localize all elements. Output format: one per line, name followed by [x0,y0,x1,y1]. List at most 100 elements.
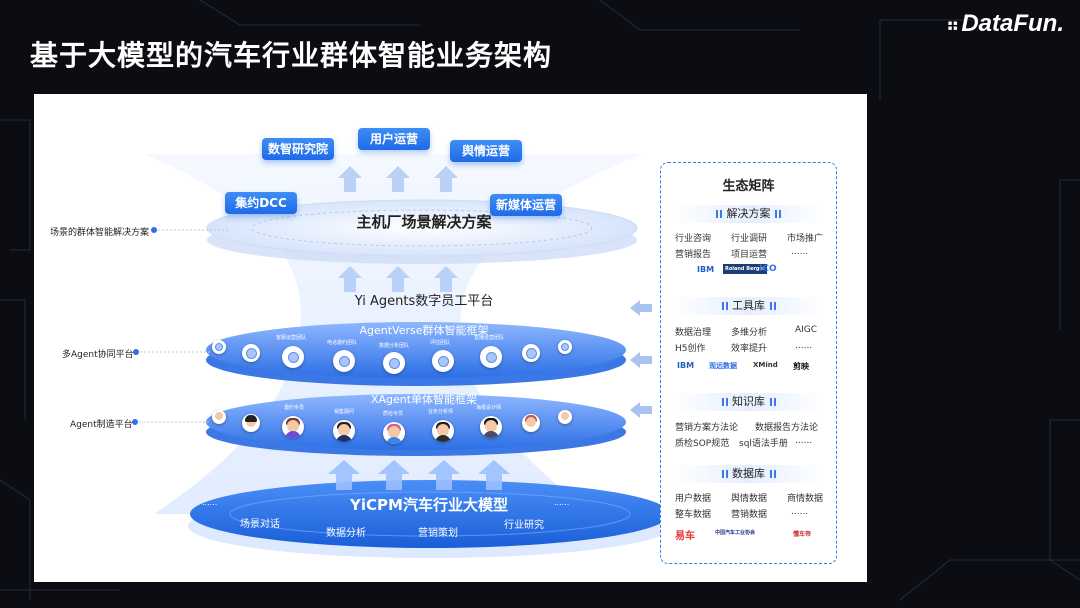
section-head-database: 数据库 [671,465,826,483]
base-item-marketing-planning: 营销策划 [418,528,458,539]
eco-item: 效率提升 [731,344,768,354]
team-icon-data-analysis [383,352,405,374]
side-label-scenario-solution: 场景的群体智能解决方案 [50,228,150,238]
up-arrows-bottom [328,460,510,490]
agent-label-invite: 邀约专员 [284,405,305,411]
logo-guanyuan: 观远数据 [709,362,737,370]
architecture-panel: 数智研究院 用户运营 舆情运营 集约DCC 新媒体运营 主机厂场景解决方案 Yi… [34,94,867,582]
agent-avatar-invite [282,416,304,438]
team-label-evaluation: 评估团队 [430,340,451,346]
section-name-database: 数据库 [732,467,765,480]
agent-avatar-small-right [558,410,572,424]
page-title: 基于大模型的汽车行业群体智能业务架构 [30,39,553,72]
team-icon-right [522,344,540,362]
eco-item: 行业调研 [731,234,768,244]
eco-item: 多维分析 [731,328,768,338]
platform-title: Yi Agents数字员工平台 [354,294,494,309]
team-label-customer-service: 客服运营团队 [276,335,307,341]
agent-avatar-right [522,414,540,432]
box-user-operation: 用户运营 [358,128,430,150]
eco-item: 行业咨询 [675,234,712,244]
eco-item: ...... [795,341,813,351]
team-icon-small-right [558,340,572,354]
eco-item: 数据治理 [675,328,712,338]
eco-item: AIGC [795,325,818,335]
agent-avatar-qc [383,422,405,444]
brand-name: DataFun. [961,10,1064,37]
logo-ibm: IBM [697,265,715,274]
logo-roland-berger: Roland Berger [723,264,768,274]
eco-item: 质检SOP规范 [675,439,730,449]
box-sentiment-operation: 舆情运营 [450,140,522,162]
base-item-industry-research: 行业研究 [504,520,544,531]
section-name-knowledge: 知识库 [732,395,765,408]
eco-item: 数据报告方法论 [755,423,819,433]
eco-item: ...... [791,247,809,257]
agent-avatar-poster [480,416,502,438]
team-icon-live-stream [480,346,502,368]
eco-item: 营销数据 [731,510,768,520]
section-head-tools: 工具库 [671,297,826,315]
agent-avatar-analyst [432,420,454,442]
team-label-live-stream: 直播运营团队 [474,335,505,341]
eco-item: 营销方案方法论 [675,423,739,433]
agentverse-title: AgentVerse群体智能框架 [359,324,489,337]
agent-label-qc: 质检专员 [383,411,404,417]
box-dcc: 集约DCC [225,192,297,214]
section-name-tools: 工具库 [732,299,765,312]
ecosystem-matrix: 生态矩阵 解决方案 行业咨询 行业调研 市场推广 营销报告 项目运营 .....… [660,162,837,564]
side-connector-1 [158,229,228,231]
eco-item: 用户数据 [675,494,712,504]
eco-item: 整车数据 [675,510,712,520]
team-label-phone-invite: 电话邀约团队 [327,340,358,346]
team-label-data-analysis: 数据分析团队 [379,343,410,349]
eco-item: ...... [791,507,809,517]
base-item-data-analysis: 数据分析 [326,528,366,539]
eco-item: 商情数据 [787,494,824,504]
xagent-title: XAgent单体智能框架 [370,393,478,406]
up-arrows-top [338,166,458,192]
side-label-agent-maker: Agent制造平台 [70,420,133,430]
base-model-title: YiCPM汽车行业大模型 [350,496,508,514]
logo-dongchedi: 懂车帝 [793,531,812,538]
logo-ibm-2: IBM [677,361,695,370]
eco-item: H5创作 [675,344,706,354]
side-label-multi-agent: 多Agent协同平台 [62,350,134,360]
eco-item: 舆情数据 [731,494,768,504]
logo-jianying: 剪映 [793,362,809,371]
logo-xmind: XMind [753,361,778,369]
side-connector-3 [139,421,209,423]
agent-avatar-sales [333,420,355,442]
section-name-solutions: 解决方案 [726,207,771,220]
datafun-logo: ⠶DataFun. [946,10,1064,37]
team-icon-left [242,344,260,362]
eco-item: 营销报告 [675,250,712,260]
team-icon-small-left [212,340,226,354]
section-head-knowledge: 知识库 [671,393,826,411]
up-arrows-middle [338,266,458,292]
agent-label-analyst: 业务分析师 [428,409,454,415]
box-research-institute: 数智研究院 [262,138,334,160]
agent-label-poster: 海报设计师 [476,405,502,411]
section-head-solutions: 解决方案 [671,205,826,223]
base-item-ellipsis-left: ...... [202,498,218,507]
logo-yiche: 易车 [675,531,695,542]
logo-ico: ICO [759,264,777,274]
logo-caam: 中国汽车工业协会 [715,530,756,536]
base-item-scenario-dialog: 场景对话 [240,519,280,530]
team-icon-phone-invite [333,350,355,372]
agent-avatar-small-left [212,410,226,424]
agent-label-sales: 销售顾问 [334,409,355,415]
side-connector-2 [140,351,210,353]
team-icon-customer-service [282,346,304,368]
hourglass-glow [144,154,672,558]
side-dot-3 [132,419,138,425]
side-dot-2 [133,349,139,355]
team-icon-evaluation [432,350,454,372]
left-arrows-ecosystem [630,300,652,418]
agent-avatar-left [242,414,260,432]
side-dot-1 [151,227,157,233]
base-item-ellipsis-right: ...... [554,498,570,507]
box-new-media: 新媒体运营 [490,194,562,216]
top-layer-title: 主机厂场景解决方案 [356,213,492,231]
